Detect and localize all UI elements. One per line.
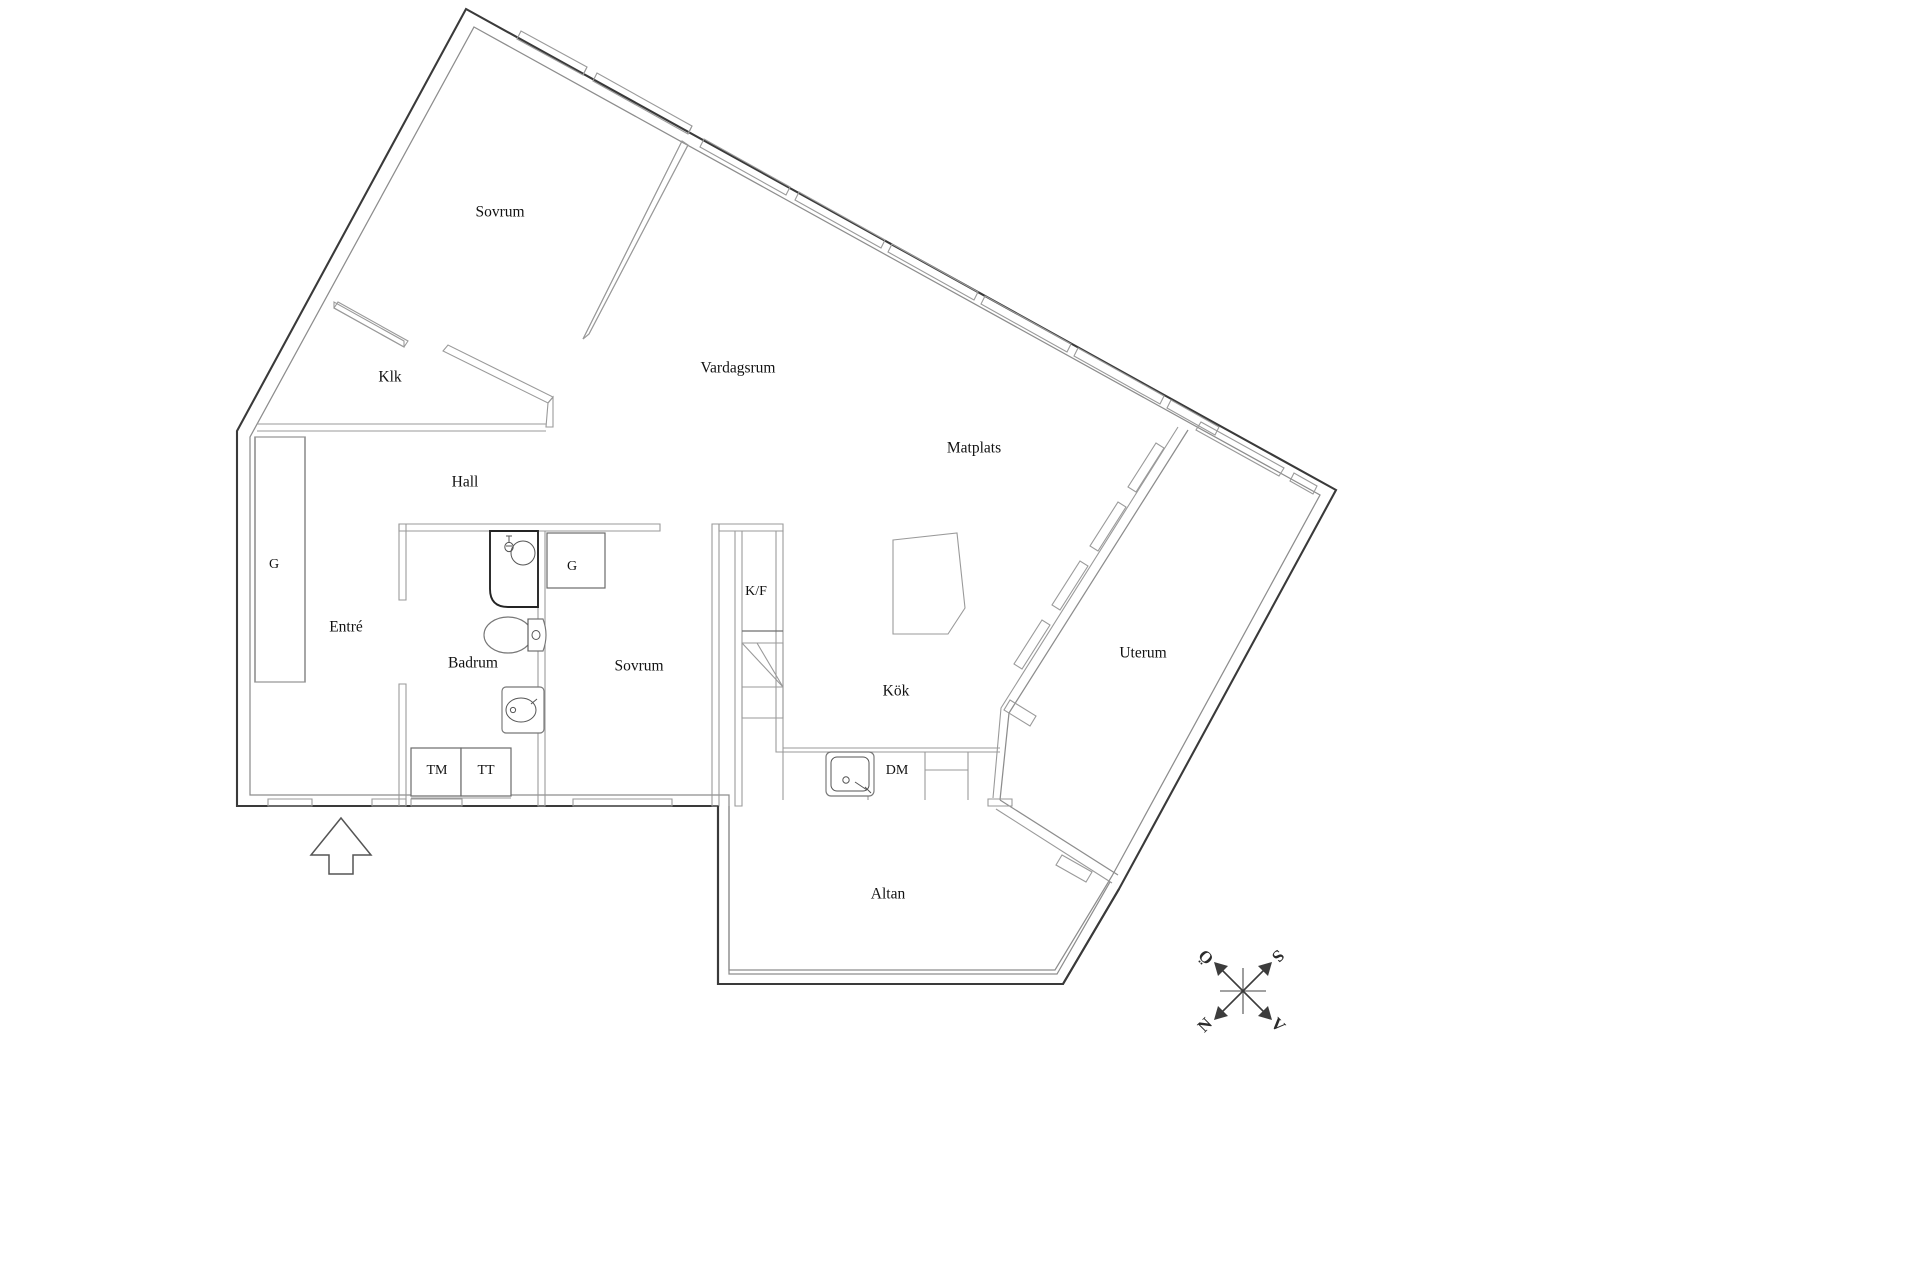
bathroom-walls — [398, 523, 661, 807]
floor-drain-icon — [510, 540, 536, 566]
room-label-hall: Hall — [452, 474, 479, 491]
label-garderob-west: G — [269, 557, 279, 572]
altan-outline — [716, 806, 1120, 986]
compass-label-ost: Ö — [1194, 946, 1217, 969]
room-label-altan: Altan — [871, 886, 906, 903]
toilet-fixture — [483, 616, 547, 654]
building-outline — [235, 7, 1338, 986]
compass-arrow-upper-right — [1242, 962, 1272, 992]
abbreviation-label-group: G G K/F TM TT DM — [269, 557, 909, 778]
room-label-entre: Entré — [329, 619, 363, 636]
shower-head-icon — [504, 535, 514, 553]
kitchen-counter — [782, 747, 1000, 800]
room-label-group: Sovrum Klk Vardagsrum Matplats Hall Entr… — [329, 204, 1166, 903]
entry-direction-arrow — [309, 816, 373, 875]
compass-arrow-upper-left — [1214, 962, 1244, 992]
wardrobe-west — [254, 436, 306, 683]
shower-enclosure — [489, 530, 539, 608]
room-label-vardagsrum: Vardagsrum — [701, 360, 776, 377]
label-torktumlare: TT — [477, 763, 495, 778]
label-tvattmaskin: TM — [427, 763, 449, 778]
compass-arrow-lower-left — [1214, 990, 1244, 1020]
kitchen-island — [892, 532, 966, 635]
label-kyl-frys: K/F — [745, 584, 767, 599]
room-label-sovrum-north: Sovrum — [475, 204, 524, 221]
window-band-north — [516, 30, 1220, 436]
partition-walls-north — [257, 140, 689, 432]
compass-rose — [1214, 962, 1272, 1020]
compass-arrow-lower-right — [1242, 990, 1272, 1020]
laundry-appliances — [410, 747, 512, 799]
room-label-klk: Klk — [378, 369, 402, 386]
compass-label-nord: N — [1194, 1013, 1217, 1036]
window-band-east — [1195, 421, 1318, 495]
room-label-uterum: Uterum — [1119, 645, 1166, 662]
room-label-kok: Kök — [883, 683, 910, 700]
partition-sovrum-south — [711, 523, 784, 807]
room-label-matplats: Matplats — [947, 440, 1001, 457]
window-band-south — [267, 798, 1013, 807]
uterum-enclosure — [992, 426, 1189, 884]
washbasin-fixture — [501, 686, 545, 734]
kitchen-sink-fixture — [825, 751, 875, 797]
label-diskmaskin: DM — [886, 763, 909, 778]
label-garderob-hall: G — [567, 559, 577, 574]
room-label-badrum: Badrum — [448, 655, 498, 672]
room-label-sovrum-south: Sovrum — [614, 658, 663, 675]
